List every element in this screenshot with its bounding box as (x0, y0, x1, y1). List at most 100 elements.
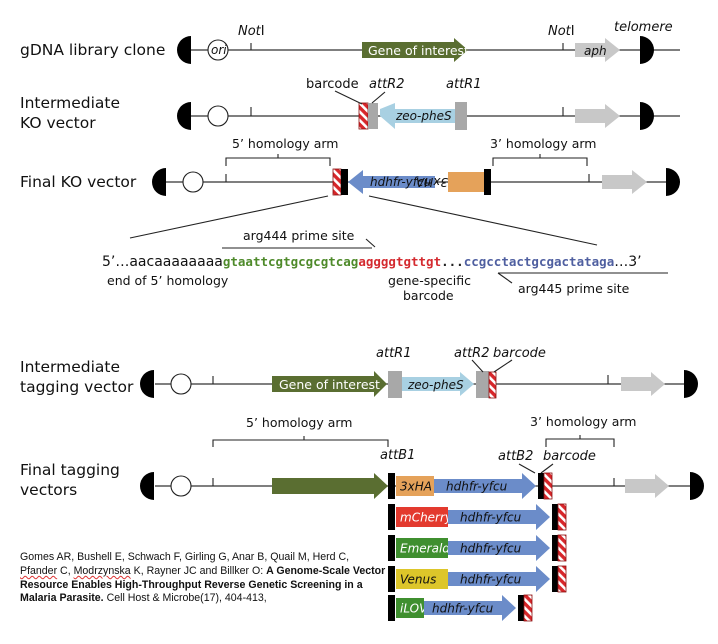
hdhfr-yfcu-label: hdhfr-yfcu (446, 480, 508, 494)
citation-journal: Cell Host & Microbe(17), 404-413, (103, 592, 267, 605)
citation-author-modrzynska: Modrzynska (73, 564, 131, 577)
ori-circle (170, 475, 192, 497)
aph-arrow (602, 170, 647, 194)
hdhfr-yfcu-arrow (448, 566, 550, 592)
barcode-label: barcode (543, 449, 596, 464)
barcode-block (557, 503, 567, 531)
zeo-phes-label: zeo-pheS (407, 378, 464, 392)
barcode-pointer (540, 463, 554, 474)
end5-homology-label: end of 5’ homology (107, 273, 229, 288)
row-label-intermediate-tag-2: tagging vector (20, 378, 134, 396)
ori-circle (207, 39, 229, 61)
row-intermediate-ko-vector: Intermediate KO vector zeo-pheS barcode … (20, 77, 680, 132)
telomere-right-icon (684, 370, 698, 398)
arm5-label: 5’ homology arm (246, 415, 352, 430)
row-gdna-library-clone: gDNA library clone ori NotI Gene of inte… (20, 20, 680, 64)
aph-arrow (575, 38, 620, 62)
tag-label-3xha: 3xHA (400, 480, 432, 494)
telomere-left-icon (140, 472, 154, 500)
telomere-label: telomere (614, 20, 673, 35)
aph-arrow (625, 474, 669, 498)
hdhfr-yfcu-label: hdhfr-yfcu (460, 573, 522, 587)
attR2-block (368, 103, 378, 129)
tag-block-3xha (396, 476, 434, 496)
att-block (484, 169, 491, 195)
telomere-left-icon (152, 168, 166, 196)
hdhfr-yfcu-label: hdhfr-yfcu (460, 542, 522, 556)
hdhfr-yfcu-label: hdhfr-yfcu (460, 511, 522, 525)
hdhfr-yfcu-arrow (448, 535, 550, 561)
noti-left-label: NotI (238, 24, 265, 39)
prime445-arrow-head (497, 272, 513, 284)
zeo-phes-arrow-reverse (380, 103, 455, 129)
telomere-right-icon (666, 168, 680, 196)
tag-cassette-3xha: 3xHA hdhfr-yfcu (388, 472, 553, 500)
row-label-intermediate-ko-1: Intermediate (20, 94, 120, 112)
arm5-bracket (225, 157, 331, 166)
citation-authors-a: Gomes AR, Bushell E, Schwach F, Girling … (20, 551, 350, 563)
barcode-block (543, 472, 553, 500)
tag-label-ilov: iLOV (400, 602, 428, 616)
attR2-pointer (471, 359, 484, 373)
zeo-phes-arrow (402, 372, 474, 396)
telomere-left-icon (177, 102, 191, 130)
attB2-block (518, 595, 524, 621)
citation-title: A Genome-Scale Vector Resource Enables H… (20, 564, 386, 605)
row-final-ko-vector: Final KO vector 5’ homology arm hdhfr-yf… (20, 136, 680, 246)
gene-of-interest-arrow (272, 371, 387, 397)
prime444-label: arg444 prime site (243, 228, 355, 243)
attB2-block (552, 504, 558, 530)
row-label-final-tag-1: Final tagging (20, 461, 120, 479)
telomere-right-icon (640, 102, 654, 130)
arm3-label: 3’ homology arm (490, 136, 596, 151)
row-intermediate-tagging-vector: Intermediate tagging vector Gene of inte… (20, 346, 698, 399)
attB1-block (388, 504, 395, 530)
barcode-seq-label-2: barcode (403, 288, 454, 303)
attR2-label: attR2 (454, 346, 489, 361)
citation-authors-c: K, Rayner JC and Billker O: (130, 564, 267, 577)
tag-block-ilov (396, 598, 424, 618)
aph-label: aph (584, 44, 607, 58)
arm3-label: 3’ homology arm (530, 414, 636, 429)
attR2-block (476, 371, 489, 398)
attR1-block (388, 371, 402, 398)
barcode-pointer (334, 90, 363, 105)
ori-circle (182, 171, 204, 193)
tag-label-venus: Venus (400, 573, 436, 587)
attB1-block (388, 473, 395, 499)
prime445-label: arg445 prime site (518, 281, 630, 296)
barcode-block (557, 534, 567, 562)
row-label-intermediate-tag-1: Intermediate (20, 358, 120, 376)
barcode-block (523, 594, 533, 622)
hdhfr-yfcu-arrow (448, 504, 550, 530)
arm3-bracket (545, 438, 615, 447)
hdhfr-yfcu-label: hdhfr-yfcu (432, 602, 494, 616)
arm5-label: 5’ homology arm (232, 136, 338, 151)
hdhfr-yfcu-label: hdhfr-yfcu (370, 175, 432, 189)
zeo-phes-label: zeo-pheS (395, 109, 452, 123)
telomere-left-icon (177, 36, 191, 64)
prime444-arrow-head (365, 238, 376, 248)
tag-block-venus (396, 569, 448, 589)
zoom-line-left (129, 195, 329, 239)
attB2-block (552, 566, 558, 592)
tag-cassette-venus: Venus hdhfr-yfcu (388, 565, 567, 593)
gene-of-interest-label: Gene of interest (368, 43, 469, 58)
citation-author-pfander: Pfander (20, 564, 58, 577)
row-final-tagging-vectors: Final tagging vectors 5’ homology arm at… (20, 414, 704, 622)
attB1-label: attB1 (380, 448, 415, 463)
hdhfr-yfcu-arrow (424, 595, 516, 621)
barcode-block (557, 565, 567, 593)
citation: Gomes AR, Bushell E, Schwach F, Girling … (20, 551, 400, 606)
telomere-left-icon (140, 370, 154, 398)
barcode-label: barcode (306, 77, 359, 92)
telomere-right-icon (640, 36, 654, 64)
att-block (341, 169, 348, 195)
gene-of-interest-arrow (272, 473, 388, 499)
hdhfr-yfcu-arrow-reverse (348, 170, 435, 194)
aph-arrow (575, 104, 620, 128)
attB1-block (388, 566, 395, 592)
